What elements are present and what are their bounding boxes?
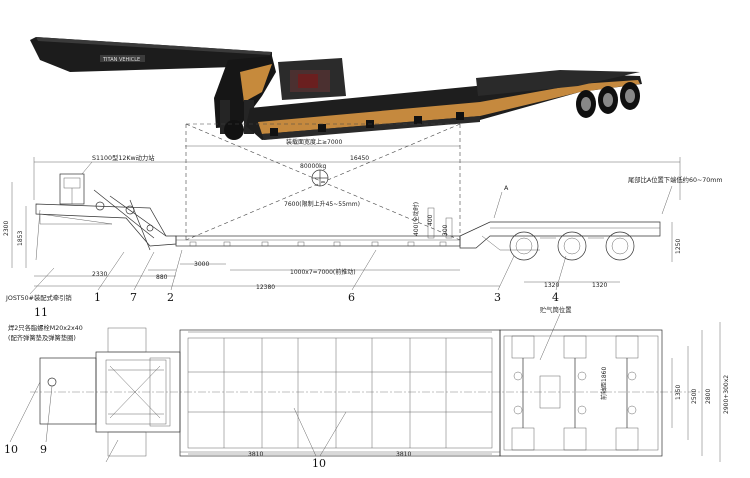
callout-7: 7: [130, 291, 137, 304]
note-power-station: S1100型12Kw动力站: [92, 153, 155, 162]
callout-6: 6: [348, 291, 355, 304]
callout-10-right: 10: [312, 457, 326, 470]
callout-11: 11: [34, 306, 48, 319]
plan-view: 11 焊2只各脂螺栓M20x2x40 (配齐弹簧垫及弹簧垫圈) 贮气筒位置: [4, 305, 730, 470]
dim-d300: 300: [442, 224, 449, 236]
photo-wheels: [576, 82, 640, 118]
trailer-photo: TITAN VEHICLE: [30, 37, 642, 140]
note-load: 80000kg: [300, 163, 327, 170]
side-wheels: [509, 231, 635, 261]
dim-d880: 880: [156, 274, 168, 281]
callout-4: 4: [552, 291, 559, 304]
note-lift-range: 7600(限制上升45~55mm): [284, 200, 360, 208]
dim-d1250: 1250: [675, 239, 682, 254]
dim-w2: 3810: [396, 451, 411, 458]
dim-d3000: 3000: [194, 261, 209, 268]
dim-h2900: 2900+300x2: [723, 375, 730, 414]
callout-10-left: 10: [4, 443, 18, 456]
callout-2: 2: [167, 291, 174, 304]
dim-h2800: 2800: [705, 389, 712, 404]
note-kingpin: JOST50#装配式牵引销: [5, 293, 72, 302]
dim-h1853: 1853: [17, 231, 24, 246]
label-point-a: A: [504, 185, 509, 192]
note-reservoir: 贮气筒位置: [540, 305, 571, 314]
note-bolt: 焊2只各脂螺栓M20x2x40: [8, 323, 83, 332]
dim-w1: 3810: [248, 451, 263, 458]
dim-t1: 1350: [675, 385, 682, 400]
callout-3: 3: [494, 291, 501, 304]
callout-9: 9: [40, 443, 47, 456]
note-deck-width: 装载面宽度上≥7000: [286, 138, 342, 146]
dim-ramp: 1000x7=7000(前推动): [290, 268, 356, 276]
note-tail-clearance: 尾部比A位置下端低约60~70mm: [628, 175, 723, 184]
dim-inner: 前轴距1860: [600, 367, 608, 400]
brand-label: TITAN VEHICLE: [102, 57, 140, 63]
plan-axles: [511, 335, 639, 451]
side-view: 16450 装载面宽度上≥7000 80000kg 7600(限制上升45~55…: [3, 123, 723, 304]
callout-1: 1: [94, 291, 101, 304]
dim-d1320a: 1320: [544, 282, 559, 289]
dim-d400: 400: [427, 214, 434, 226]
note-bolt-sub: (配齐弹簧垫及弹簧垫圈): [8, 333, 76, 342]
dim-d12380: 12380: [256, 284, 275, 291]
dim-d1320b: 1320: [592, 282, 607, 289]
dim-d2330: 2330: [92, 271, 107, 278]
dim-overall: 16450: [350, 155, 369, 162]
note-jack-height: 400(全动时): [412, 202, 420, 236]
dim-t2: 2500: [691, 389, 698, 404]
dim-h2300: 2300: [3, 221, 10, 236]
